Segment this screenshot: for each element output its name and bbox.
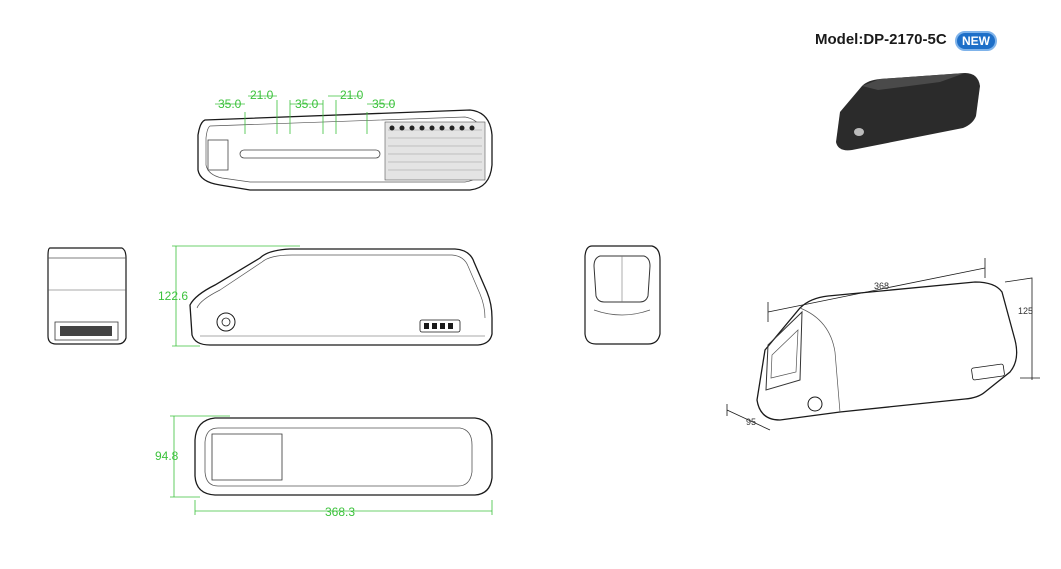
lock-icon [854,128,864,136]
left-end-view [47,247,127,345]
product-photo [836,73,980,151]
spacing-label: 21.0 [340,88,364,102]
model-label: Model:DP-2170-5C [815,31,947,48]
spacing-label: 35.0 [372,97,396,111]
iso-width-label: 95 [746,417,756,427]
spacing-label: 35.0 [218,97,242,111]
side-view: 122.6 [158,245,493,347]
spacing-label: 35.0 [295,97,319,111]
iso-length-label: 368 [874,281,889,291]
cell-block [384,121,486,181]
new-badge: NEW [955,31,997,51]
width-label: 94.8 [155,449,179,463]
right-end-view [584,245,661,345]
spacing-label: 21.0 [250,88,274,102]
iso-height-label: 125 [1018,306,1033,316]
bottom-view: 94.8 368.3 [155,415,493,519]
length-label: 368.3 [325,505,355,519]
iso-view: 368 125 95 [726,258,1040,431]
top-view: 35.0 21.0 35.0 21.0 35.0 [197,88,493,191]
height-label: 122.6 [158,289,188,303]
